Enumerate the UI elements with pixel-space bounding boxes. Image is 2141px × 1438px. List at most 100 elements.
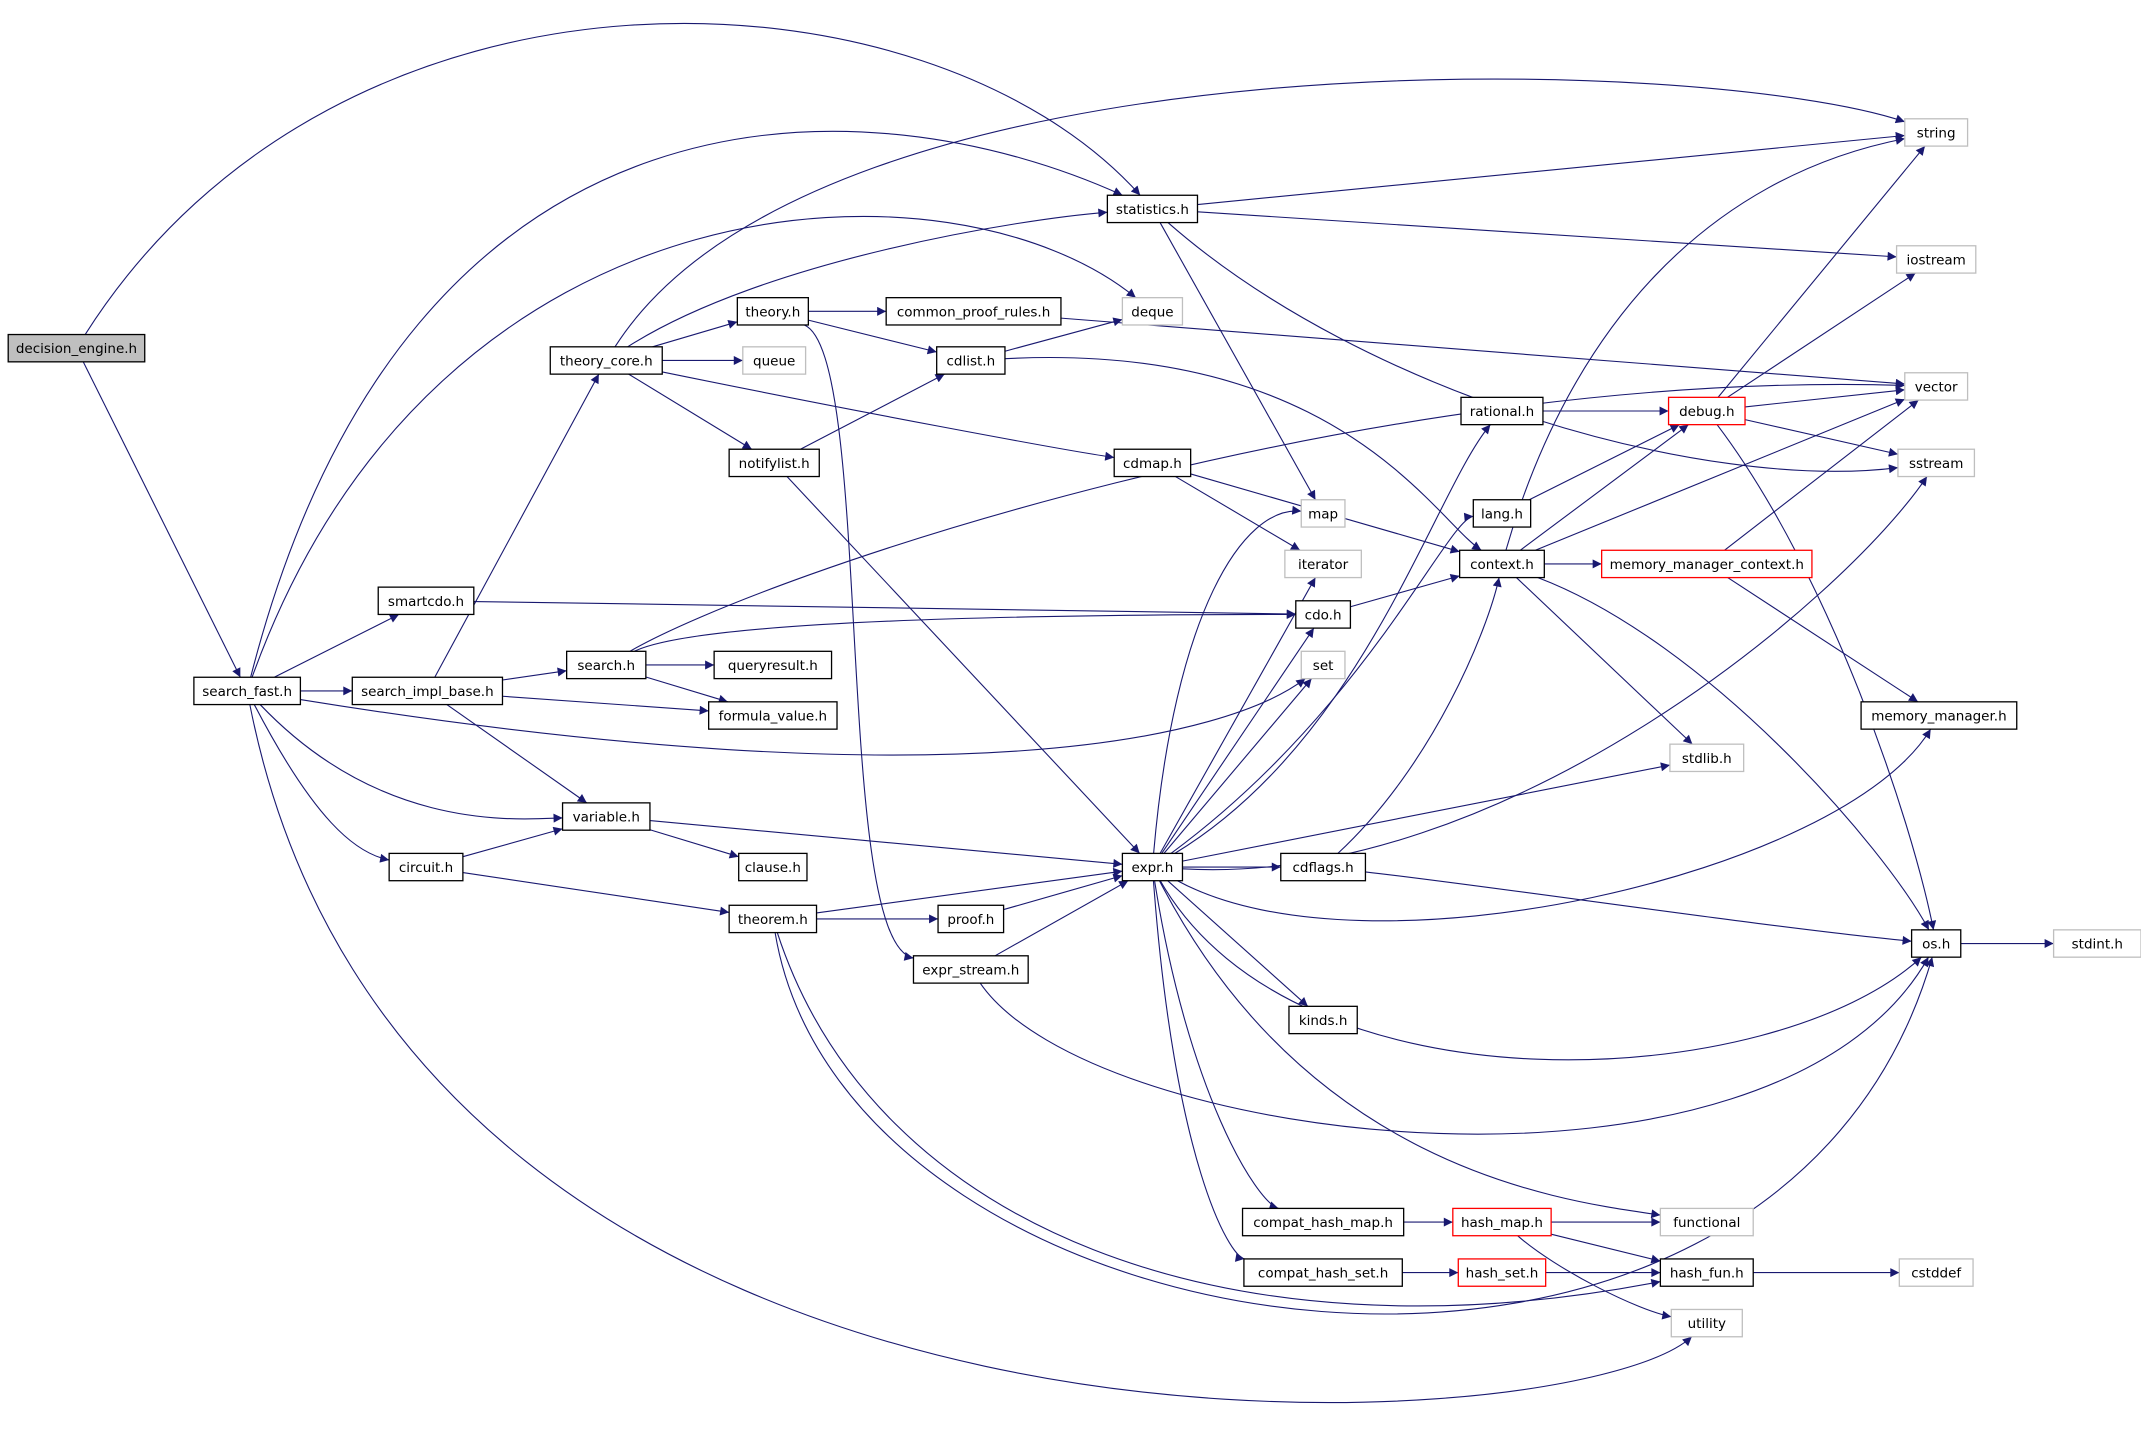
node-box (566, 650, 647, 680)
node-label: theory.h (745, 304, 800, 320)
node-label: statistics.h (1116, 202, 1189, 218)
node-box (377, 586, 475, 616)
edge-context-to-stdlib (1516, 577, 1693, 745)
node-functional[interactable]: functional (1659, 1207, 1754, 1237)
node-box (1243, 1258, 1403, 1287)
node-lang[interactable]: lang.h (1472, 499, 1532, 528)
node-box (1670, 1308, 1743, 1338)
node-sstream[interactable]: sstream (1897, 448, 1976, 478)
node-cdlist[interactable]: cdlist.h (936, 346, 1006, 375)
node-label: iostream (1907, 252, 1966, 268)
node-queryresult[interactable]: queryresult.h (713, 650, 833, 680)
node-cdflags[interactable]: cdflags.h (1280, 852, 1367, 882)
node-stdint[interactable]: stdint.h (2052, 929, 2141, 958)
node-box (937, 904, 1005, 934)
node-label: map (1308, 506, 1338, 522)
node-theorem[interactable]: theorem.h (728, 904, 818, 934)
node-box (713, 650, 833, 680)
node-search[interactable]: search.h (566, 650, 647, 680)
node-box (1300, 499, 1346, 528)
node-cdo[interactable]: cdo.h (1295, 600, 1352, 629)
node-box (708, 701, 838, 730)
edge-statistics-to-map (1159, 222, 1316, 501)
node-hash-fun[interactable]: hash_fun.h (1659, 1258, 1754, 1287)
node-decision-engine[interactable]: decision_engine.h (7, 333, 146, 363)
node-expr[interactable]: expr.h (1121, 852, 1184, 882)
node-cstddef[interactable]: cstddef (1898, 1258, 1974, 1287)
node-iterator[interactable]: iterator (1284, 549, 1362, 579)
edge-expr-to-os (1159, 880, 1922, 1061)
node-vector[interactable]: vector (1904, 372, 1969, 401)
node-compat-hash-map[interactable]: compat_hash_map.h (1241, 1207, 1405, 1237)
node-statistics[interactable]: statistics.h (1106, 194, 1199, 224)
edge-debug-to-sstream (1744, 419, 1899, 457)
node-label: decision_engine.h (16, 341, 137, 357)
edge-debug-to-iostream (1727, 272, 1916, 398)
node-map[interactable]: map (1300, 499, 1346, 528)
edge-search-fast-to-smartcdo (273, 613, 400, 678)
node-search-fast[interactable]: search_fast.h (193, 676, 302, 706)
edge-expr-to-functional (1158, 880, 1661, 1219)
edge-common-proof-rules-to-vector (1060, 317, 1905, 388)
node-label: clause.h (745, 860, 801, 876)
node-compat-hash-set[interactable]: compat_hash_set.h (1243, 1258, 1403, 1287)
node-variable[interactable]: variable.h (561, 802, 651, 831)
edge-search-fast-to-deque (251, 216, 1137, 678)
node-utility[interactable]: utility (1670, 1308, 1743, 1338)
node-box (1860, 701, 2018, 730)
node-formula-value[interactable]: formula_value.h (708, 701, 838, 730)
node-common-proof-rules[interactable]: common_proof_rules.h (885, 297, 1062, 326)
node-deque[interactable]: deque (1121, 297, 1184, 326)
edge-context-to-string (1505, 135, 1905, 551)
node-expr-stream[interactable]: expr_stream.h (912, 955, 1029, 984)
node-proof[interactable]: proof.h (937, 904, 1005, 934)
node-hash-set[interactable]: hash_set.h (1457, 1258, 1547, 1287)
edge-theory-to-cdlist (808, 319, 937, 355)
node-label: variable.h (573, 810, 640, 826)
node-box (1280, 852, 1367, 882)
node-box (1452, 1207, 1552, 1237)
node-memory-manager[interactable]: memory_manager.h (1860, 701, 2018, 730)
node-theory-core[interactable]: theory_core.h (549, 346, 663, 375)
node-box (1472, 499, 1532, 528)
node-box (1897, 448, 1976, 478)
edge-search-impl-base-to-variable (446, 704, 588, 804)
node-set[interactable]: set (1300, 650, 1346, 680)
edge-decision-engine-to-search-fast (82, 361, 241, 678)
node-box (736, 297, 809, 326)
node-theory[interactable]: theory.h (736, 297, 809, 326)
node-search-impl-base[interactable]: search_impl_base.h (351, 676, 504, 706)
node-label: search.h (577, 658, 635, 674)
node-iostream[interactable]: iostream (1895, 245, 1977, 274)
node-kinds[interactable]: kinds.h (1288, 1005, 1358, 1035)
node-context[interactable]: context.h (1458, 549, 1545, 579)
edge-statistics-to-iostream (1197, 211, 1897, 261)
node-label: rational.h (1470, 404, 1535, 420)
node-os[interactable]: os.h (1910, 929, 1962, 958)
node-circuit[interactable]: circuit.h (388, 852, 464, 882)
edge-expr-stream-to-os (979, 956, 1929, 1135)
edge-expr-to-sstream (1182, 476, 1928, 871)
node-rational[interactable]: rational.h (1460, 396, 1544, 426)
edge-cdmap-to-iterator (1175, 476, 1301, 551)
node-label: cdo.h (1305, 607, 1342, 623)
node-string[interactable]: string (1904, 118, 1969, 147)
node-smartcdo[interactable]: smartcdo.h (377, 586, 475, 616)
node-hash-map[interactable]: hash_map.h (1452, 1207, 1552, 1237)
node-cdmap[interactable]: cdmap.h (1113, 448, 1192, 478)
node-box (1659, 1207, 1754, 1237)
node-clause[interactable]: clause.h (738, 852, 808, 882)
node-notifylist[interactable]: notifylist.h (728, 448, 820, 478)
node-box (742, 346, 807, 375)
node-label: cdlist.h (946, 353, 995, 369)
node-debug[interactable]: debug.h (1667, 396, 1746, 426)
node-memory-manager-context[interactable]: memory_manager_context.h (1601, 549, 1813, 579)
edge-expr-to-kinds (1167, 880, 1309, 1007)
edge-memory-manager-context-to-memory-manager (1727, 577, 1919, 703)
node-stdlib[interactable]: stdlib.h (1669, 743, 1745, 773)
node-queue[interactable]: queue (742, 346, 807, 375)
node-label: memory_manager.h (1871, 708, 2006, 724)
node-box (936, 346, 1006, 375)
edge-notifylist-to-cdlist (800, 373, 945, 450)
edge-context-to-os (1537, 577, 1930, 931)
